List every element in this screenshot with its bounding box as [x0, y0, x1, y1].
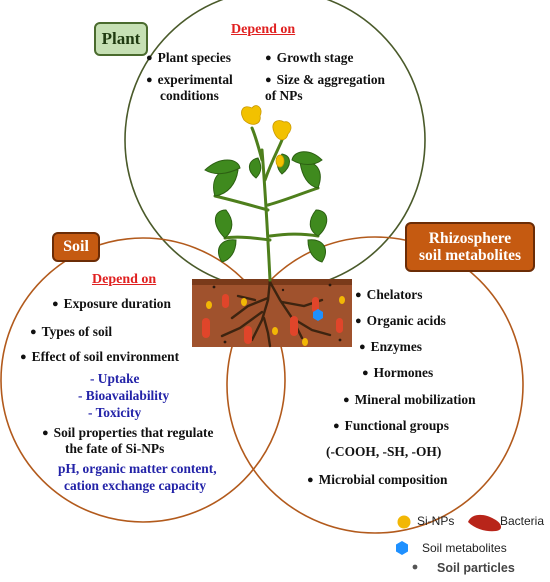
soil-title: Soil — [52, 232, 100, 262]
soil-item-ph: pH, organic matter content, — [58, 461, 217, 476]
legend-particles-label: Soil particles — [437, 561, 515, 575]
si-nps-in-soil — [206, 296, 345, 346]
rhizo-item-microbial: Microbial composition — [307, 472, 448, 488]
rhizo-item-chelators: Chelators — [355, 287, 423, 303]
soil-item-exposure: Exposure duration — [52, 296, 171, 312]
soil-item-uptake: - Uptake — [90, 371, 140, 386]
plant-item-growth: Growth stage — [265, 50, 354, 66]
soil-circle — [0, 237, 286, 523]
soil-item-types: Types of soil — [30, 324, 112, 340]
plant-item-species: Plant species — [146, 50, 231, 66]
rhizosphere-title-line1: Rhizosphere — [428, 229, 512, 247]
soil-item-bioavailability: - Bioavailability — [78, 388, 170, 403]
legend-metabolites-swatch — [396, 541, 408, 555]
plant-item-experimental: experimental — [146, 72, 233, 88]
rhizo-item-hormones: Hormones — [362, 365, 434, 381]
plant-item-size: Size & aggregation — [265, 72, 385, 88]
metabolite-in-soil — [313, 309, 323, 321]
plant-illustration — [204, 105, 328, 282]
rhizosphere-title-line2: soil metabolites — [418, 247, 522, 264]
soil-item-effect: Effect of soil environment — [20, 349, 179, 365]
plant-item-size-cont: of NPs — [265, 88, 303, 103]
rhizosphere-title: Rhizosphere soil metabolites — [405, 222, 535, 272]
plant-depend-on-label: Depend on — [231, 22, 296, 37]
bacteria-in-soil — [202, 294, 343, 344]
soil-item-cec: cation exchange capacity — [64, 478, 207, 493]
rhizo-item-groups: (-COOH, -SH, -OH) — [326, 444, 442, 459]
legend-bacteria-label: Bacteria — [500, 514, 545, 528]
plant-circle — [124, 0, 426, 291]
rhizo-item-functional: Functional groups — [333, 418, 449, 434]
soil-depend-on-label: Depend on — [92, 272, 157, 287]
rhizo-item-enzymes: Enzymes — [359, 339, 422, 355]
rhizosphere-circle — [226, 236, 524, 534]
soil-block-illustration — [192, 278, 352, 348]
soil-item-properties: Soil properties that regulate — [42, 425, 214, 441]
legend-bacteria-swatch — [468, 514, 502, 532]
legend-metabolites-label: Soil metabolites — [422, 541, 507, 555]
plant-title: Plant — [94, 22, 148, 56]
legend — [396, 514, 502, 570]
soil-item-properties-cont: the fate of Si-NPs — [65, 441, 165, 456]
legend-si-nps-label: Si-NPs — [417, 514, 455, 528]
legend-si-nps-swatch — [397, 515, 411, 529]
legend-particles-swatch — [412, 564, 418, 570]
plant-item-experimental-cont: conditions — [160, 88, 219, 103]
soil-item-toxicity: - Toxicity — [88, 405, 142, 420]
rhizo-item-organic-acids: Organic acids — [355, 313, 446, 329]
rhizo-item-mineral: Mineral mobilization — [343, 392, 476, 408]
